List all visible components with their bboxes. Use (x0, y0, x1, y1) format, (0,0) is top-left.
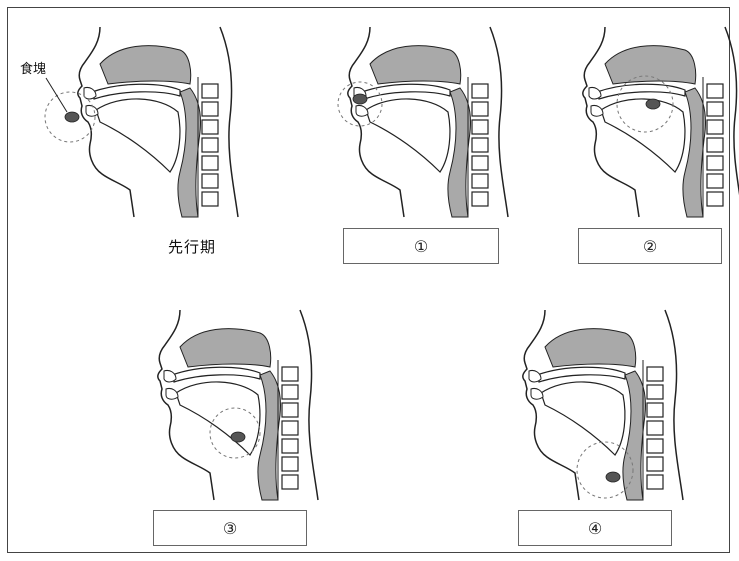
stage-label-box-3: ③ (153, 510, 307, 546)
stage-label-box-2: ② (578, 228, 722, 264)
stage-label-anticipatory: 先行期 (168, 236, 216, 257)
stage-label-box-1: ① (343, 228, 499, 264)
stage-label-box-4: ④ (518, 510, 672, 546)
